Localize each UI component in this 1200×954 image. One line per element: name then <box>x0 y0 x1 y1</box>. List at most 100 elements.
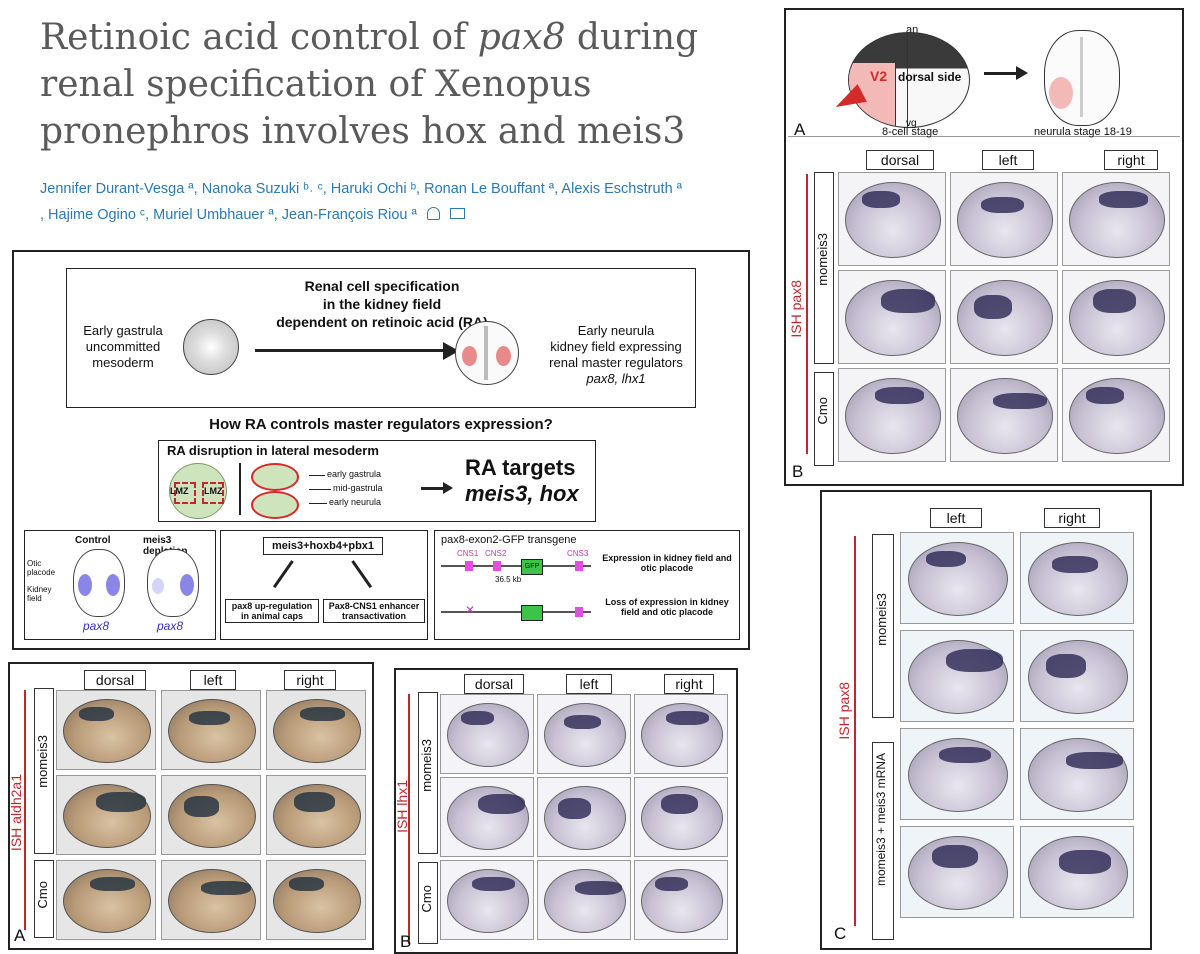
lmz-left: LMZ <box>170 486 189 496</box>
pax8-depletion: pax8 <box>157 619 184 633</box>
embryo-photo <box>161 860 261 940</box>
author-list[interactable]: Jennifer Durant-Vesga ª, Nanoka Suzuki ᵇ… <box>40 176 730 228</box>
upregulation-label: pax8 up-regulation in animal caps <box>225 599 319 623</box>
col-left: left <box>982 150 1034 170</box>
neurula-stage-label: neurula stage 18-19 <box>1034 126 1132 138</box>
embryo-photo <box>537 777 631 857</box>
embryo-photo <box>266 775 366 855</box>
ra-bar <box>239 463 241 515</box>
embryo-photo <box>1020 826 1134 918</box>
authors-line-1[interactable]: Jennifer Durant-Vesga ª, Nanoka Suzuki ᵇ… <box>40 181 683 197</box>
neurula-label: Early neurula kidney field expressing re… <box>541 323 691 387</box>
eight-cell-embryo <box>848 32 970 128</box>
embryo-photo <box>56 775 156 855</box>
stage-mid-gastrula: mid-gastrula <box>333 483 383 493</box>
ish-lhx1-label: ISH lhx1 <box>394 780 410 833</box>
cns1-label: CNS1 <box>457 549 479 558</box>
transgene-box: pax8-exon2-GFP transgene GFP CNS1 CNS2 C… <box>434 530 740 640</box>
row-momeis3-label-c: momeis3 <box>874 593 889 646</box>
authors-line-2-text[interactable]: , Hajime Ogino ᶜ, Muriel Umbhauer ª, Jea… <box>40 207 417 223</box>
spec-arrow <box>255 349 445 352</box>
embryo-photo <box>537 694 631 774</box>
gastrula-label: Early gastrula uncommitted mesoderm <box>73 323 173 371</box>
title-gene: pax8 <box>477 17 566 58</box>
col-right-lhx1: right <box>664 674 714 694</box>
gastrula-drawing <box>183 319 239 375</box>
row-momeis3-label: momeis3 <box>815 233 830 286</box>
neurula-l4: pax8, lhx1 <box>586 371 646 386</box>
embryo-photo <box>838 172 946 266</box>
embryo-photo <box>161 775 261 855</box>
ish-lhx1-line <box>408 694 410 944</box>
col-right: right <box>1104 150 1158 170</box>
embryo-photo <box>440 777 534 857</box>
ra-green-2 <box>251 491 299 519</box>
person-icon[interactable] <box>426 207 440 220</box>
col-left-aldh: left <box>190 670 236 690</box>
authors-line-2[interactable]: , Hajime Ogino ᶜ, Muriel Umbhauer ª, Jea… <box>40 202 730 228</box>
embryo-photo <box>950 172 1058 266</box>
col-right-aldh: right <box>284 670 336 690</box>
loss-label: Loss of expression in kidney field and o… <box>605 597 729 617</box>
neurula-drawing <box>455 321 519 385</box>
depletion-box: Control meis3 depletion Otic placode Kid… <box>24 530 216 640</box>
kidney-field-label: Kidney field <box>27 585 52 603</box>
v2-label: V2 <box>870 68 888 84</box>
complex-box: meis3+hoxb4+pbx1 pax8 up-regulation in a… <box>220 530 428 640</box>
embryo-photo <box>634 777 728 857</box>
panel-letter-b-lhx1: B <box>400 932 412 951</box>
embryo-photo <box>1020 630 1134 722</box>
row-cmo-label-lhx1: Cmo <box>419 885 434 913</box>
row-momeis3-box-aldh: momeis3 <box>34 688 54 854</box>
row-rescue-label: momeis3 + meis3 mRNA <box>874 753 888 887</box>
embryo-photo <box>900 630 1014 722</box>
kb-label: 36.5 kb <box>495 575 522 584</box>
panel-a-8cell: an V2 dorsal side vg 8-cell stage neurul… <box>788 12 1180 139</box>
row-momeis3-box-c: momeis3 <box>872 534 894 718</box>
panel-letter-c: C <box>834 924 847 943</box>
row-momeis3-box: momeis3 <box>814 172 834 364</box>
neurula-l2: kidney field expressing <box>550 339 682 354</box>
embryo-photo <box>1062 172 1170 266</box>
stage-early-gastrula: early gastrula <box>327 469 382 479</box>
panel-letter-b: B <box>792 462 804 481</box>
embryo-photo <box>1020 532 1134 624</box>
embryo-photo <box>838 368 946 462</box>
ish-aldh-text: ISH aldh2a1 <box>8 774 24 852</box>
cns2-label: CNS2 <box>485 549 507 558</box>
title-part2: during renal specification of Xenopus pr… <box>40 17 699 152</box>
row-cmo-label-aldh: Cmo <box>35 881 50 909</box>
ish-aldh-line <box>24 690 26 930</box>
embryo-photo <box>1020 728 1134 820</box>
title-part1: Retinoic acid control of <box>40 17 478 58</box>
complex-label: meis3+hoxb4+pbx1 <box>263 537 383 555</box>
gastrula-l1: Early gastrula <box>83 323 163 338</box>
ra-question: How RA controls master regulators expres… <box>209 416 553 433</box>
mail-icon[interactable] <box>449 208 465 219</box>
gastrula-l2: uncommitted <box>85 339 161 354</box>
embryo-photo <box>266 690 366 770</box>
row-cmo-box: Cmo <box>814 372 834 466</box>
stage-early-neurula: early neurula <box>329 497 382 507</box>
neurula-embryo <box>1044 30 1120 126</box>
embryo-photo <box>161 690 261 770</box>
ra-disruption-box: RA disruption in lateral mesoderm LMZ LM… <box>158 440 596 522</box>
embryo-photo <box>838 270 946 364</box>
col-left-lhx1: left <box>566 674 612 694</box>
transactivation-label: Pax8-CNS1 enhancer transactivation <box>323 599 425 623</box>
ish-lhx1-text: ISH lhx1 <box>394 780 410 833</box>
dorsal-side-label: dorsal side <box>898 70 962 84</box>
neurula-l1: Early neurula <box>577 323 655 338</box>
control-embryo <box>73 549 125 617</box>
figure-pax8-rescue: left right ISH pax8 momeis3 momeis3 + me… <box>820 490 1152 950</box>
embryo-photo <box>56 860 156 940</box>
col-dorsal-lhx1: dorsal <box>464 674 524 694</box>
col-right-c: right <box>1044 508 1100 528</box>
ra-title: RA disruption in lateral mesoderm <box>167 443 379 458</box>
row-momeis3-box-lhx1: momeis3 <box>418 692 438 854</box>
row-momeis3-label-lhx1: momeis3 <box>419 739 434 792</box>
graphical-abstract: Renal cell specification in the kidney f… <box>12 250 750 650</box>
ra-targets-l2: meis3, hox <box>465 481 579 506</box>
cns3-label: CNS3 <box>567 549 589 558</box>
ra-green-1 <box>251 463 299 491</box>
